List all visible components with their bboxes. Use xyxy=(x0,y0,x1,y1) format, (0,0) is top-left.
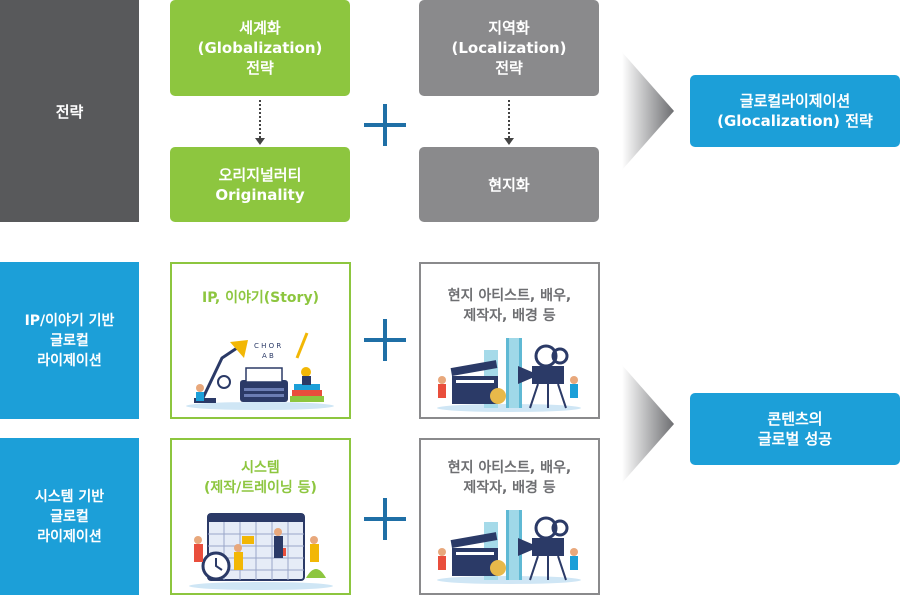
success-line-1: 콘텐츠의 xyxy=(767,410,823,428)
dotted-arrow-left xyxy=(255,100,265,145)
chevron-right-icon xyxy=(622,365,674,483)
originality-line-2: Originality xyxy=(215,185,305,204)
success-line-2: 글로벌 성공 xyxy=(757,430,833,448)
system-line-2: (제작/트레이닝 등) xyxy=(204,480,317,496)
ip-based-box: IP/이야기 기반 글로컬 라이제이션 xyxy=(0,262,139,419)
local-artists-1-line-2: 제작자, 배경 등 xyxy=(463,308,556,324)
local-artists-box-1: 현지 아티스트, 배우, 제작자, 배경 등 xyxy=(419,262,600,419)
plus-icon xyxy=(364,104,406,146)
local-artists-2-line-2: 제작자, 배경 등 xyxy=(463,480,556,496)
system-based-line-3: 라이제이션 xyxy=(37,528,102,545)
svg-text:C H O R: C H O R xyxy=(254,342,281,350)
glocalization-line-2: (Glocalization) 전략 xyxy=(717,112,873,130)
dotted-arrow-right xyxy=(504,100,514,145)
ip-based-line-2: 글로컬 xyxy=(50,332,89,349)
localization-line-2: (Localization) xyxy=(451,39,567,57)
glocalization-line-1: 글로컬라이제이션 xyxy=(739,92,851,110)
localization-line-1: 지역화 xyxy=(488,19,530,37)
ip-based-line-1: IP/이야기 기반 xyxy=(24,312,115,329)
system-line-1: 시스템 xyxy=(241,460,280,476)
local-box: 현지화 xyxy=(419,147,599,222)
local-artists-1-line-1: 현지 아티스트, 배우, xyxy=(447,288,572,304)
svg-text:A B: A B xyxy=(262,352,274,360)
system-based-line-1: 시스템 기반 xyxy=(34,488,105,505)
system-based-line-2: 글로컬 xyxy=(50,508,89,525)
local-artists-2-line-1: 현지 아티스트, 배우, xyxy=(447,460,572,476)
film-production-illustration-icon xyxy=(437,338,581,412)
globalization-line-3: 전략 xyxy=(246,59,274,77)
local-label: 현지화 xyxy=(488,175,530,194)
strategy-box: 전략 xyxy=(0,0,139,222)
globalization-line-1: 세계화 xyxy=(239,19,281,37)
plus-icon xyxy=(364,498,406,540)
originality-box: 오리지널러티 Originality xyxy=(170,147,350,222)
success-box: 콘텐츠의 글로벌 성공 xyxy=(690,393,900,465)
calendar-planning-illustration-icon xyxy=(189,513,333,590)
chevron-right-icon xyxy=(622,52,674,170)
globalization-box: 세계화 (Globalization) 전략 xyxy=(170,0,350,96)
originality-line-1: 오리지널러티 xyxy=(218,165,302,184)
glocalization-box: 글로컬라이제이션 (Glocalization) 전략 xyxy=(690,75,900,147)
system-based-box: 시스템 기반 글로컬 라이제이션 xyxy=(0,438,139,595)
ip-based-line-3: 라이제이션 xyxy=(37,352,102,369)
ip-story-label: IP, 이야기(Story) xyxy=(202,290,319,306)
localization-line-3: 전략 xyxy=(495,59,523,77)
globalization-line-2: (Globalization) xyxy=(197,39,323,57)
plus-icon xyxy=(364,319,406,361)
film-production-illustration-icon xyxy=(437,510,581,584)
strategy-label: 전략 xyxy=(55,102,84,121)
localization-box: 지역화 (Localization) 전략 xyxy=(419,0,599,96)
writer-typewriter-illustration-icon: C H O R A B xyxy=(186,332,334,410)
